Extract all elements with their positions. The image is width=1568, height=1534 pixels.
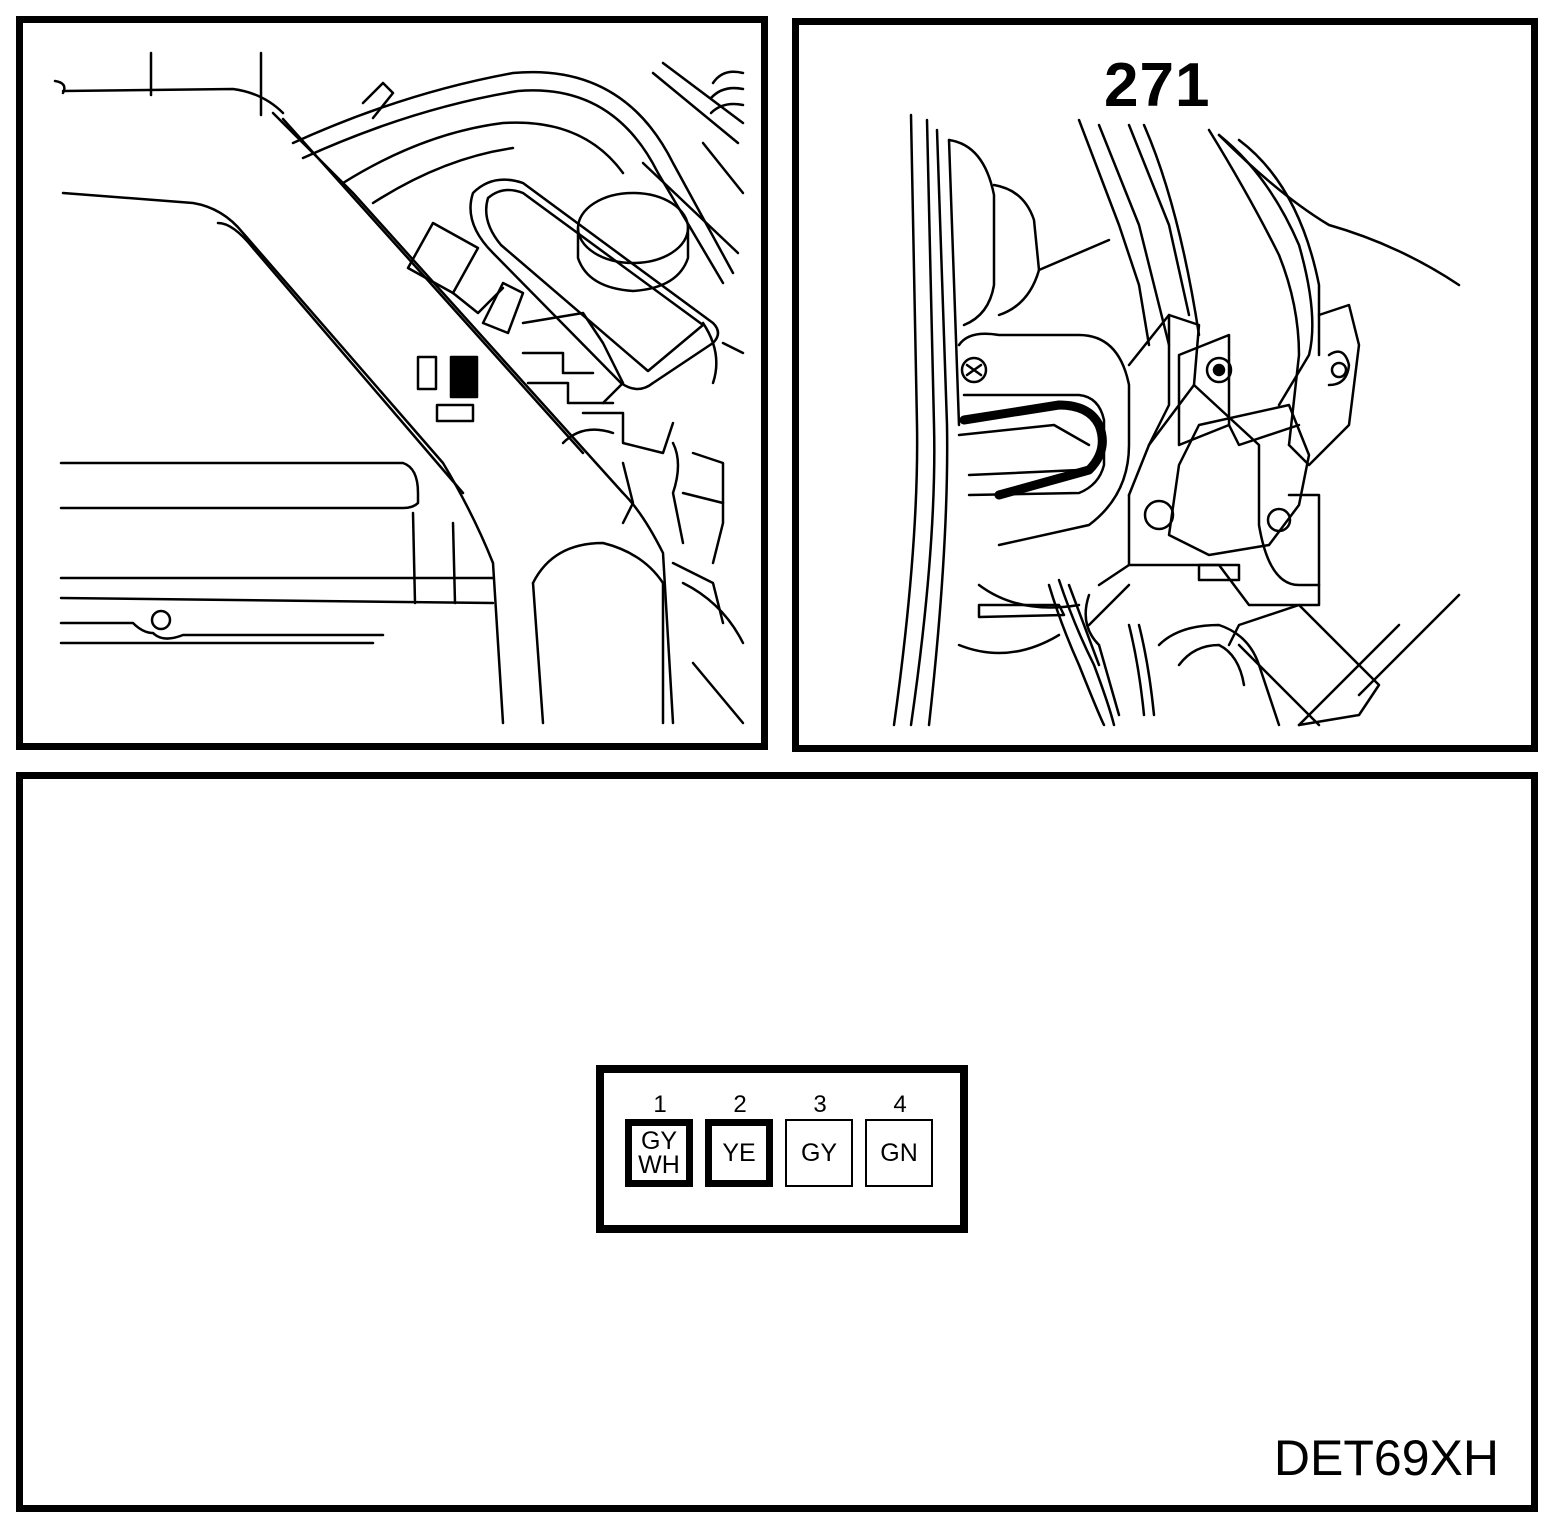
wire-color-code: GY bbox=[800, 1139, 838, 1167]
pin-terminal: GY bbox=[785, 1119, 853, 1187]
pin-terminal: GN bbox=[865, 1119, 933, 1187]
connector-pinout-panel: 1 GY WH 2 YE 3 GY 4 GN DET69XH bbox=[16, 772, 1538, 1512]
pin-number: 4 bbox=[893, 1091, 907, 1118]
pin-terminal: YE bbox=[705, 1119, 773, 1187]
connector-pin-4: 4 GN bbox=[860, 1091, 940, 1187]
connector-pin-1: 1 GY WH bbox=[620, 1091, 700, 1187]
wire-color-code: GN bbox=[880, 1139, 918, 1167]
engine-bay-illustration bbox=[53, 51, 745, 725]
wire-color-code: YE bbox=[722, 1139, 756, 1167]
diagram-reference-code: DET69XH bbox=[1273, 1430, 1499, 1486]
pin-number: 3 bbox=[813, 1091, 827, 1118]
engine-bay-overview-panel bbox=[16, 16, 768, 750]
wire-color-code: GY bbox=[640, 1127, 678, 1155]
connector-pin-3: 3 GY bbox=[780, 1091, 860, 1187]
connector-pin-2: 2 YE bbox=[700, 1091, 780, 1187]
component-callout-number: 271 bbox=[1104, 51, 1211, 120]
pin-number: 1 bbox=[653, 1091, 667, 1118]
pin-terminal: GY WH bbox=[625, 1119, 693, 1187]
pin-number: 2 bbox=[733, 1091, 747, 1118]
component-closeup-panel: 271 bbox=[792, 18, 1538, 752]
connector-housing: 1 GY WH 2 YE 3 GY 4 GN bbox=[596, 1065, 968, 1233]
component-closeup-illustration bbox=[892, 113, 1461, 727]
wire-color-code: WH bbox=[638, 1151, 680, 1179]
